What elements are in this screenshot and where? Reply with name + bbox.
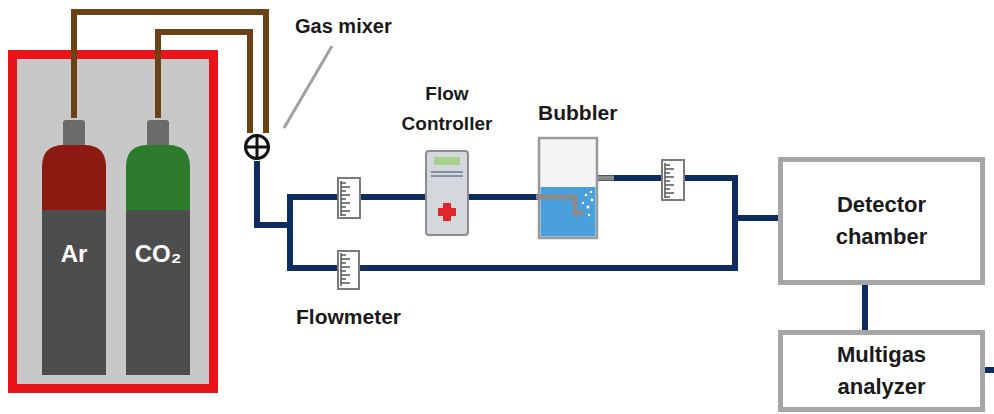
box-label: Detector chamber bbox=[817, 189, 947, 253]
cylinder-label: CO₂ bbox=[135, 240, 182, 268]
pipe-line bbox=[862, 285, 868, 330]
part-label: Bubbler bbox=[538, 101, 617, 125]
detector-box: Detector chamber bbox=[778, 157, 985, 285]
exhaust-pipe bbox=[985, 367, 994, 373]
part-label: Flowmeter bbox=[296, 305, 401, 329]
pipe-line bbox=[257, 161, 337, 268]
box-label: Multigas analyzer bbox=[817, 339, 947, 403]
part-label: Flow Controller bbox=[391, 79, 503, 138]
bubbler-symbol bbox=[538, 137, 598, 239]
flowmeter-symbol bbox=[338, 178, 360, 218]
pipe-line bbox=[469, 194, 538, 200]
leader-line bbox=[284, 46, 332, 128]
flowmeter: Flowmeter bbox=[337, 250, 360, 290]
mixer-symbol bbox=[243, 133, 271, 161]
pipe-line bbox=[598, 178, 778, 218]
analyzer-box: Multigas analyzer bbox=[778, 330, 985, 412]
bubbler: Bubbler bbox=[538, 137, 598, 239]
flow-controller: Flow Controller bbox=[425, 150, 469, 236]
gas-mixer: Gas mixer bbox=[243, 133, 271, 161]
cylinder-label: Ar bbox=[61, 240, 88, 268]
flowmeter-ticks bbox=[339, 252, 358, 288]
gas-cylinder: CO₂ bbox=[126, 118, 190, 375]
flowmeter-symbol bbox=[662, 160, 684, 200]
gas-line bbox=[158, 32, 250, 133]
gas-line bbox=[74, 12, 266, 133]
pipe-line bbox=[257, 161, 425, 225]
gas-cabinet bbox=[13, 55, 214, 389]
flow-controller-symbol bbox=[425, 150, 469, 236]
gas-cylinder: Ar bbox=[42, 118, 106, 375]
part-label: Gas mixer bbox=[295, 15, 392, 38]
